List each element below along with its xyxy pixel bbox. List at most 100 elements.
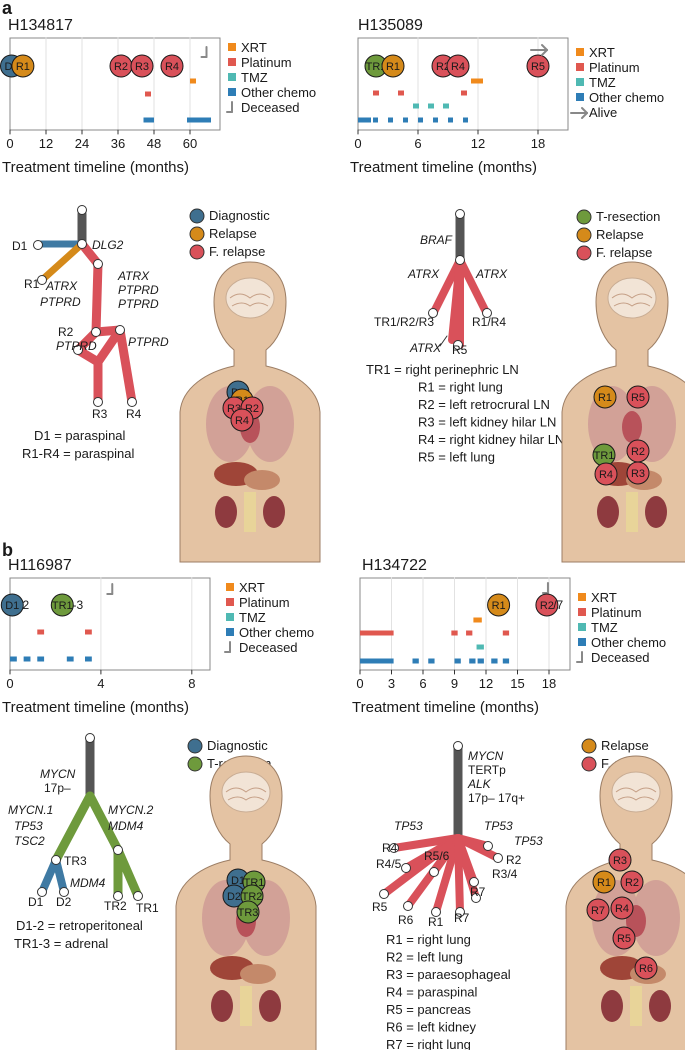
tree-label: TR1 <box>136 901 159 915</box>
legend-label: TMZ <box>239 610 266 625</box>
legend-label: Other chemo <box>589 90 664 105</box>
tree-node <box>455 255 465 265</box>
tick-label: 4 <box>97 676 104 691</box>
sample-marker <box>446 54 470 78</box>
tree-label: TP53 <box>394 819 423 833</box>
tree-label: ATRX <box>475 267 508 281</box>
legend-label: T-resection <box>596 209 660 224</box>
site-legend: R6 = left kidney <box>386 1020 476 1035</box>
panel-letter-b: b <box>2 540 13 560</box>
legend-swatch <box>578 593 586 601</box>
tree-branch <box>115 325 137 407</box>
sample-marker <box>50 593 74 617</box>
tree-node <box>59 887 69 897</box>
tree-label: MDM4 <box>70 876 106 890</box>
tree-label: PTPRD <box>118 297 159 311</box>
legend-label: Other chemo <box>591 635 666 650</box>
tree-node <box>113 845 123 855</box>
tree-branch <box>113 845 143 901</box>
tree-branch <box>38 240 86 284</box>
site-legend: R5 = pancreas <box>386 1002 471 1017</box>
legend-label: Diagnostic <box>209 208 270 223</box>
tree-node <box>51 855 61 865</box>
sample-label: 2 <box>23 598 30 612</box>
tree-label: R4 <box>382 841 398 855</box>
tree-node <box>77 239 87 249</box>
legend-label: XRT <box>591 590 617 605</box>
treatment-bar <box>403 117 408 123</box>
tree-branch <box>380 834 462 898</box>
tick-label: 3 <box>388 676 395 691</box>
sample-label: D2 <box>227 891 241 903</box>
sample-label: R1 <box>597 877 611 889</box>
tree-label: MYCN.1 <box>8 803 53 817</box>
sample-label: R4 <box>235 415 249 427</box>
plot-frame <box>9 577 211 671</box>
tree-label: R1 <box>428 915 444 929</box>
legend-dot <box>189 208 205 224</box>
site-legend: R1-R4 = paraspinal <box>22 446 134 461</box>
tree-branch <box>85 791 123 855</box>
tree-branch <box>51 791 95 865</box>
tree-label: MDM4 <box>108 819 144 833</box>
tree-branch <box>52 856 68 896</box>
site-legend: R2 = left retrocrural LN <box>418 397 550 412</box>
tree-label: MYCN <box>40 767 76 781</box>
legend-label: Platinum <box>241 55 292 70</box>
tree-node <box>453 340 463 350</box>
sample-label: R1 <box>598 392 612 404</box>
treatment-bar <box>428 103 434 109</box>
treatment-bar <box>358 117 371 123</box>
tree-label: TP53 <box>484 819 513 833</box>
site-legend: R3 = left kidney hilar LN <box>418 415 556 430</box>
tree-branch <box>454 834 464 916</box>
treatment-bar <box>360 630 394 636</box>
sample-label: -3 <box>73 598 84 612</box>
sample-label: TR1 <box>594 450 615 462</box>
treatment-bar <box>448 117 453 123</box>
tree-label: BRAF <box>420 233 453 247</box>
sample-label: TR3 <box>238 907 259 919</box>
sample-marker <box>612 926 636 950</box>
legend-label: XRT <box>239 580 265 595</box>
legend-label: F. relapse <box>209 244 265 259</box>
tree-node <box>471 893 481 903</box>
plot-frame <box>9 37 221 131</box>
sample-label: R4 <box>615 903 629 915</box>
legend-dot <box>581 756 597 772</box>
tree-label: D1 <box>28 895 44 909</box>
legend-swatch <box>226 613 234 621</box>
tree-node <box>33 240 43 250</box>
tree-label: ATRX <box>117 269 150 283</box>
tree-node <box>113 891 123 901</box>
plot-frame <box>357 37 569 131</box>
legend-label: Other chemo <box>239 625 314 640</box>
legend-dot <box>576 245 592 261</box>
tree-label: R3 <box>92 407 108 421</box>
tree-node <box>127 397 137 407</box>
tree-label: R1/R4 <box>472 315 506 329</box>
patient-id: H135089 <box>358 17 423 34</box>
tree-node <box>429 867 439 877</box>
tree-node <box>91 327 101 337</box>
tick-label: 6 <box>414 136 421 151</box>
legend-swatch <box>228 73 236 81</box>
tree-node <box>483 841 493 851</box>
sample-marker <box>381 54 405 78</box>
legend-label: Relapse <box>601 738 649 753</box>
sample-label: R5 <box>617 933 631 945</box>
sample-label: R4 <box>165 61 179 73</box>
tree-node <box>493 853 503 863</box>
sample-marker <box>608 848 632 872</box>
tree-node <box>428 308 438 318</box>
treatment-bar <box>502 630 510 636</box>
legend-swatch <box>576 48 584 56</box>
tree-label: TP53 <box>514 834 543 848</box>
legend-label: Deceased <box>239 640 298 655</box>
sample-marker <box>594 462 618 486</box>
sample-label: TR2 <box>242 891 263 903</box>
sample-marker <box>626 385 650 409</box>
site-legend: R1 = right lung <box>418 380 503 395</box>
sample-label: R5 <box>631 392 645 404</box>
